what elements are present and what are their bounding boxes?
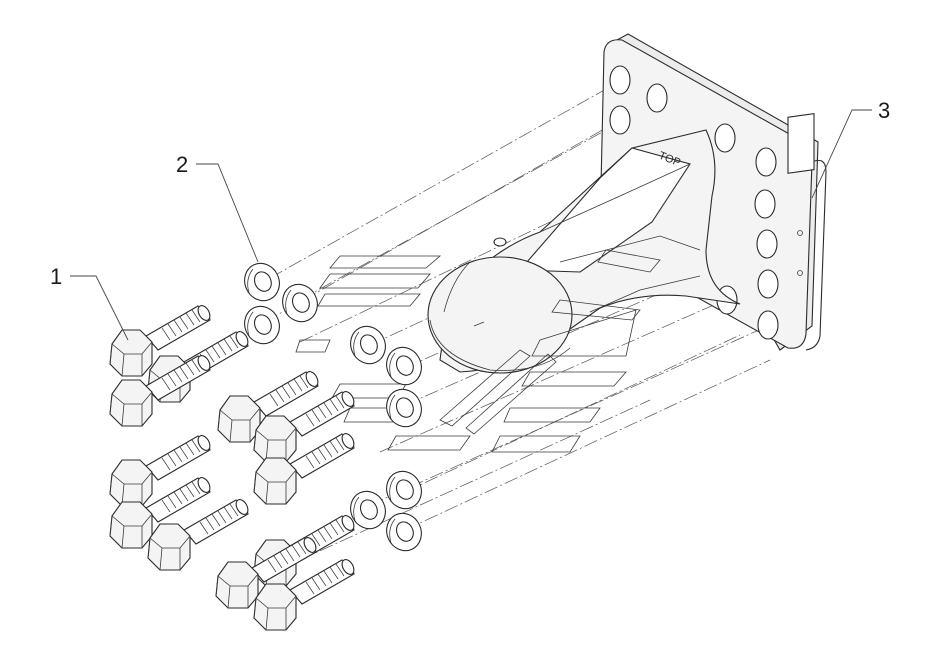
washer: [380, 465, 428, 515]
washer: [238, 257, 286, 307]
callout-2-label: 2: [176, 152, 188, 177]
washer: [344, 320, 392, 370]
washer: [276, 278, 324, 328]
callout-3-label: 3: [878, 98, 890, 123]
callout-1-label: 1: [50, 264, 62, 289]
coupling-arm: [427, 129, 741, 374]
washer: [380, 341, 428, 391]
bolts-part-1: [109, 303, 357, 631]
washer: [380, 383, 428, 433]
washer: [380, 507, 428, 557]
callout-leaders: [70, 109, 872, 341]
